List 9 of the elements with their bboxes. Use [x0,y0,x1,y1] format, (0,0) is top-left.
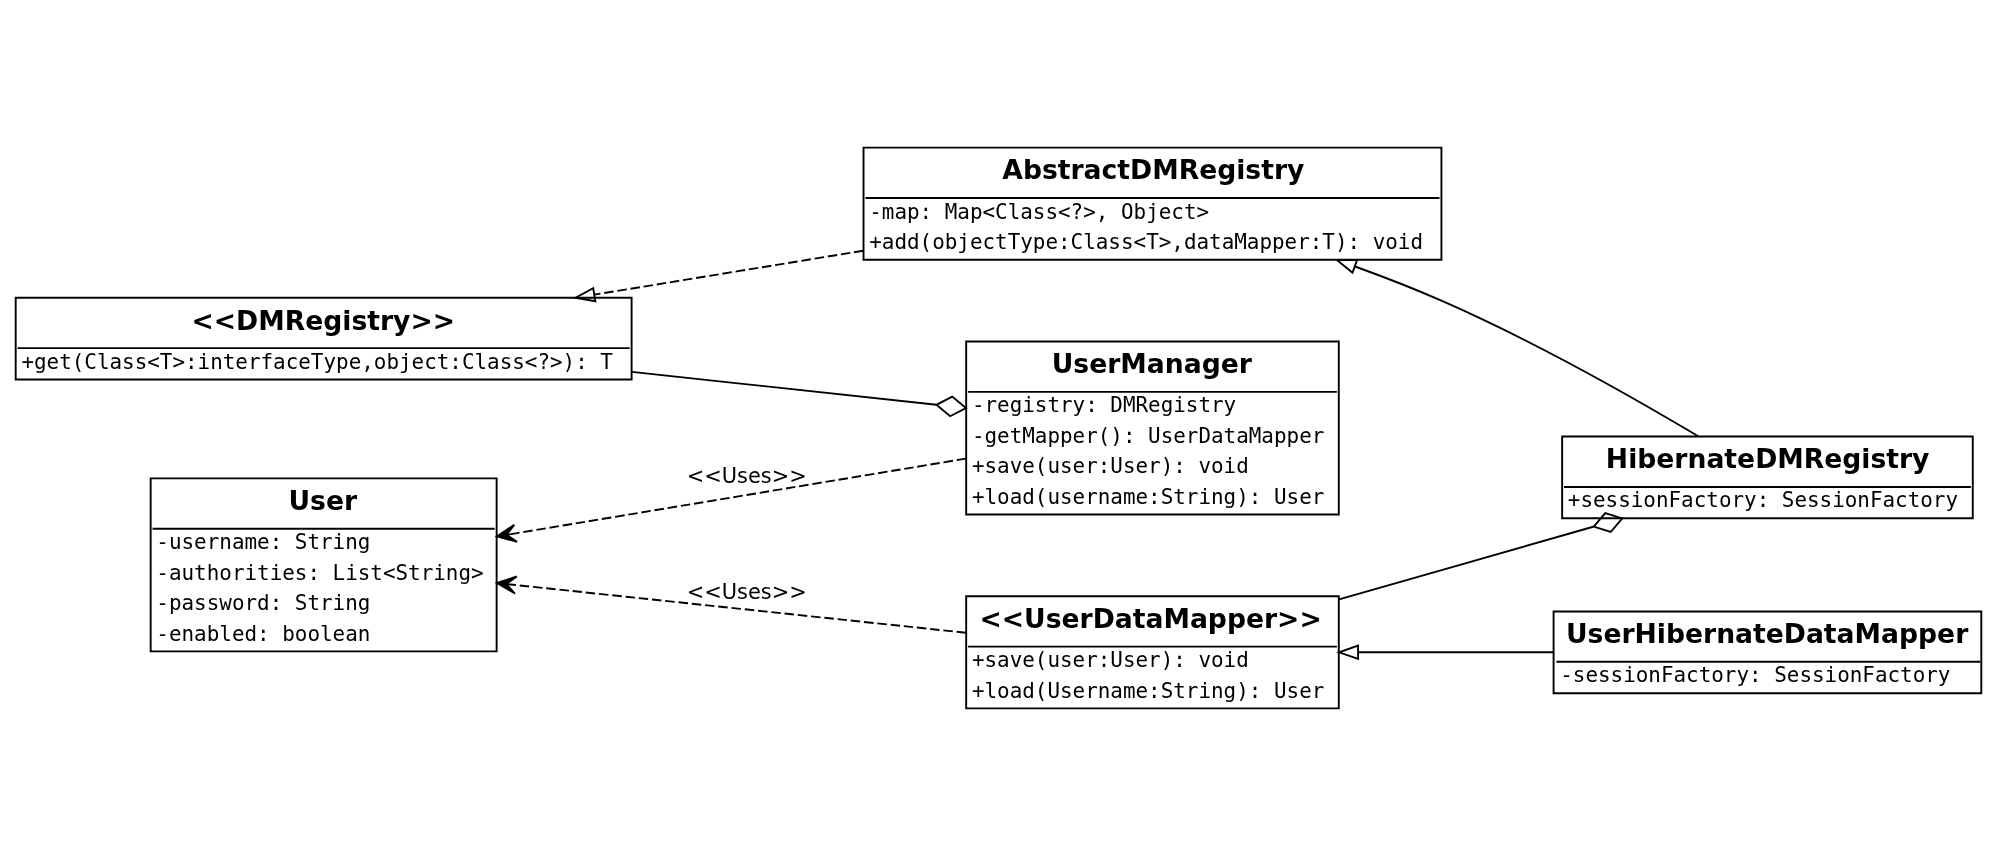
arrow [1334,259,1700,438]
edge-label: <<Uses>> [686,579,807,604]
arrow [1336,644,1555,661]
connector [1338,511,1624,601]
arrow [572,249,865,303]
arrow [495,457,967,543]
arrow [495,575,967,634]
edge-label: <<Uses>> [686,463,807,488]
connector [630,370,968,418]
